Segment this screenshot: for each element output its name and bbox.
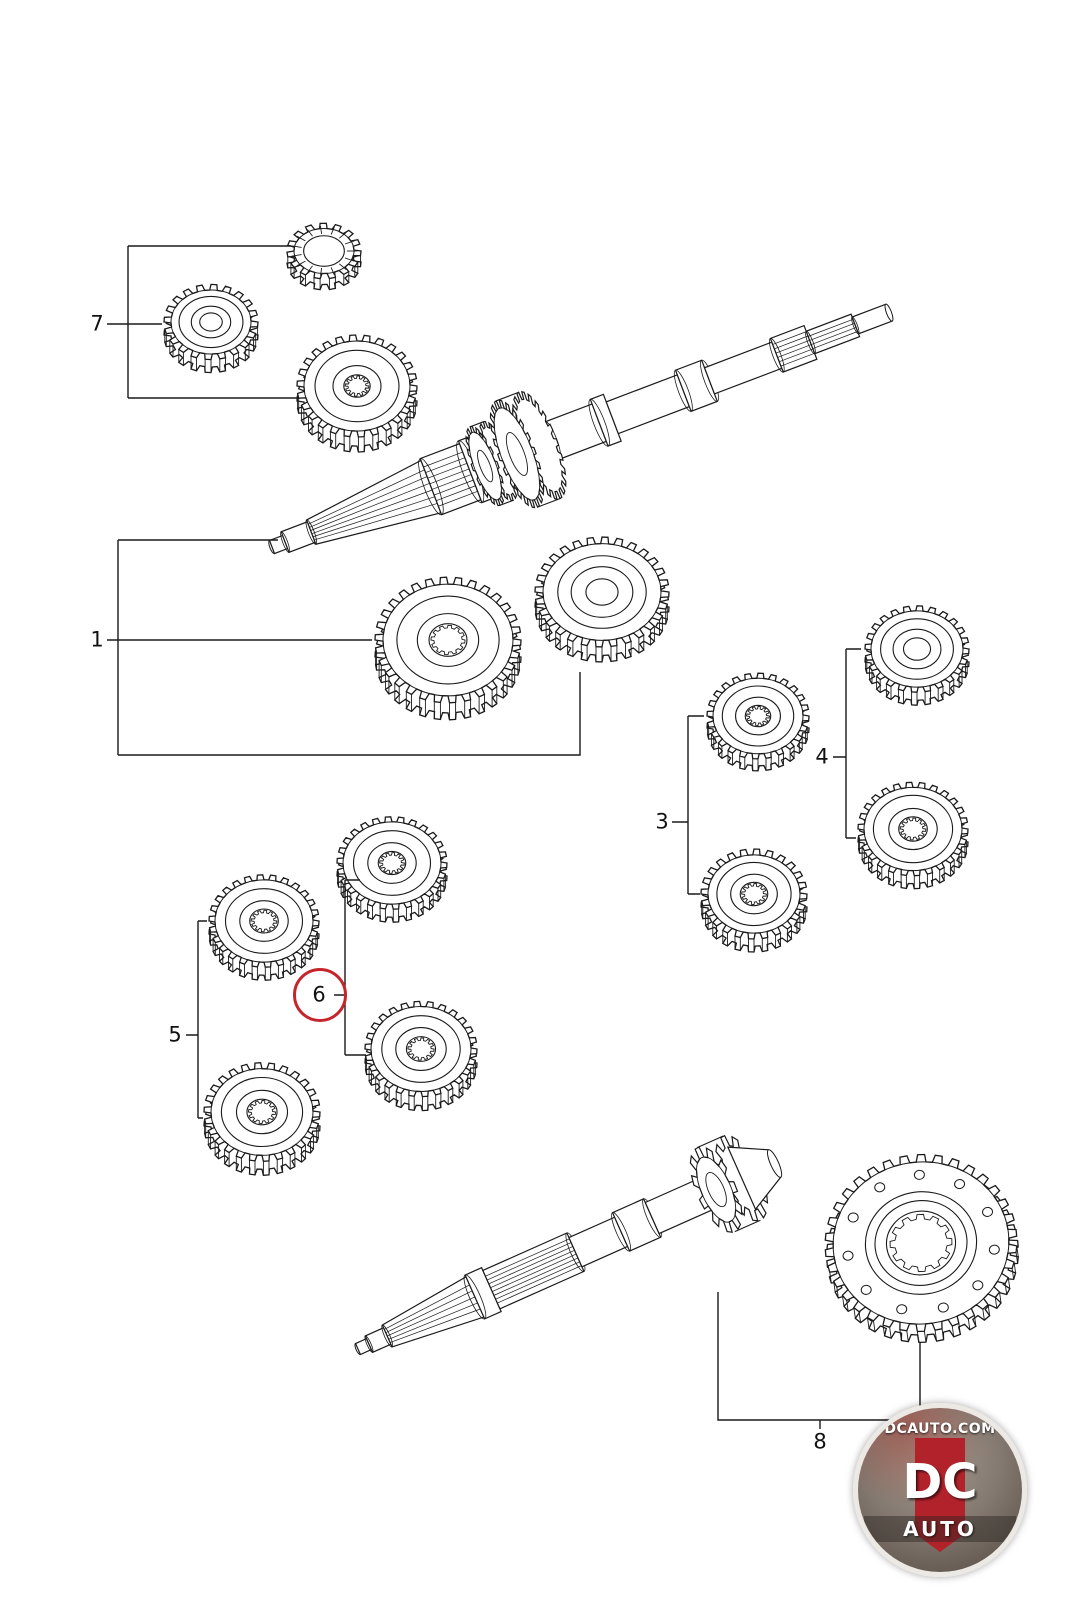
ring-gear: [824, 1153, 1019, 1344]
gear-1-large: [374, 576, 522, 721]
gear-7-small: [163, 283, 259, 374]
gear-5-upper: [208, 874, 320, 981]
gear-7-large: [296, 334, 418, 453]
highlight-circle-6: [293, 968, 347, 1022]
gear-1-right: [534, 536, 670, 663]
watermark-brand: DC: [902, 1454, 978, 1510]
callout-label-8: 8: [813, 1429, 827, 1454]
gear-3-lower: [700, 848, 808, 953]
gear-3-upper: [706, 672, 810, 772]
gear-6-upper: [336, 816, 448, 923]
gear-6-lower: [364, 1000, 478, 1112]
callout-label-7: 7: [90, 311, 104, 336]
callout-label-1: 1: [90, 627, 104, 652]
gear-4-lower: [857, 781, 969, 890]
callout-label-4: 4: [815, 744, 829, 769]
watermark-band: [864, 1516, 1016, 1542]
pinion-shaft: [354, 1134, 783, 1356]
bearing-ring-7: [286, 222, 362, 291]
main-shaft: [268, 303, 894, 555]
watermark-domain: DCAUTO.COM: [884, 1421, 996, 1437]
gear-4-upper: [864, 605, 970, 706]
callout-label-5: 5: [168, 1022, 182, 1047]
callout-label-3: 3: [655, 809, 669, 834]
watermark-brand-sub: AUTO: [903, 1517, 977, 1541]
dcauto-watermark: DCAUTO.COM DC AUTO: [853, 1403, 1027, 1577]
watermark-ribbon-icon: [915, 1438, 965, 1552]
gear-5-lower: [203, 1062, 321, 1176]
